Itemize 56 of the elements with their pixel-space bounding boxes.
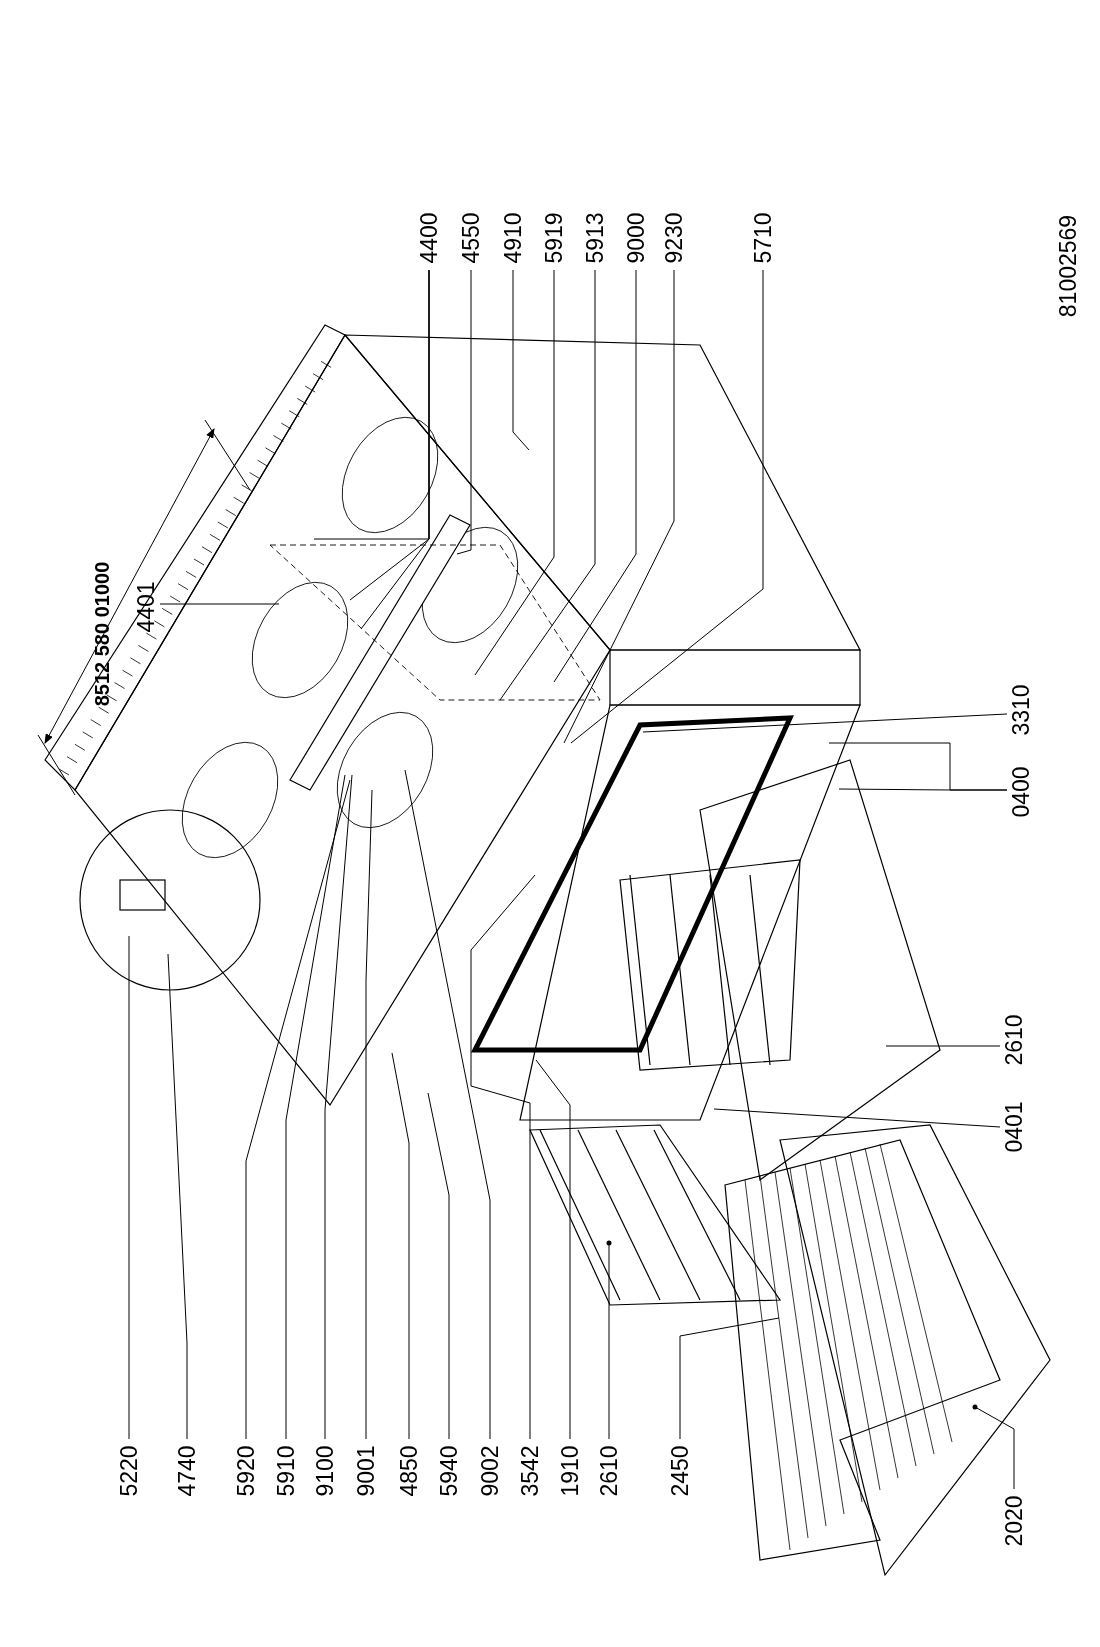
callout-number: 5920 <box>234 1445 258 1497</box>
callout-number: 5220 <box>117 1445 141 1497</box>
leader-line <box>167 953 188 1440</box>
leader-line <box>972 1404 1015 1490</box>
leader-line <box>427 1092 450 1440</box>
callout-number: 4740 <box>175 1445 199 1497</box>
callout-number: 5919 <box>542 212 566 264</box>
leader-line <box>324 774 353 1440</box>
leader-line <box>679 1317 780 1440</box>
leader-line <box>474 269 555 676</box>
leader-line <box>391 1052 410 1440</box>
leader-line <box>470 874 536 1440</box>
callout-number: 4400 <box>417 212 441 264</box>
leader-line <box>128 935 130 1440</box>
leader-line <box>563 269 675 744</box>
leader-line <box>606 1240 612 1440</box>
callout-number: 9001 <box>354 1445 378 1497</box>
callout-number: 2610 <box>1002 1014 1026 1066</box>
callout-number: 0400 <box>1009 766 1033 818</box>
leader-line <box>642 713 1008 733</box>
callout-number: 2020 <box>1002 1495 1026 1547</box>
leader-line <box>159 603 280 605</box>
callout-number: 1910 <box>558 1445 582 1497</box>
callout-number: 9230 <box>662 212 686 264</box>
callout-number: 4910 <box>501 212 525 264</box>
callout-number: 4401 <box>134 581 158 633</box>
leader-line <box>885 1045 1001 1047</box>
callout-number: 4850 <box>397 1445 421 1497</box>
leader-line <box>499 269 596 701</box>
leader-line <box>570 269 764 744</box>
leader-line <box>404 769 491 1440</box>
callout-number: 3310 <box>1009 684 1033 736</box>
callout-number: 9002 <box>478 1445 502 1497</box>
callout-number: 9100 <box>313 1445 337 1497</box>
callout-number: 5710 <box>751 212 775 264</box>
leader-line <box>456 269 472 555</box>
callout-number: 2450 <box>668 1445 692 1497</box>
dimension-label: 8512 580 01000 <box>92 561 112 707</box>
leader-line <box>535 1059 571 1440</box>
leader-line <box>285 774 346 1440</box>
drawing-number: 81002569 <box>1056 214 1080 318</box>
leader-line <box>245 779 351 1440</box>
leader-line <box>512 269 530 451</box>
callout-number: 5910 <box>274 1445 298 1497</box>
callout-number: 5940 <box>437 1445 461 1497</box>
callout-number: 3542 <box>518 1445 542 1497</box>
callout-number: 4550 <box>459 212 483 264</box>
callout-number: 0401 <box>1002 1101 1026 1153</box>
leader-line <box>360 269 430 630</box>
leader-line <box>365 789 373 1440</box>
callout-number: 5913 <box>583 212 607 264</box>
callout-number: 2610 <box>597 1445 621 1497</box>
leader-line <box>713 1108 1001 1128</box>
leader-line <box>553 269 637 683</box>
leader-line <box>838 788 1008 791</box>
callout-number: 9000 <box>624 212 648 264</box>
